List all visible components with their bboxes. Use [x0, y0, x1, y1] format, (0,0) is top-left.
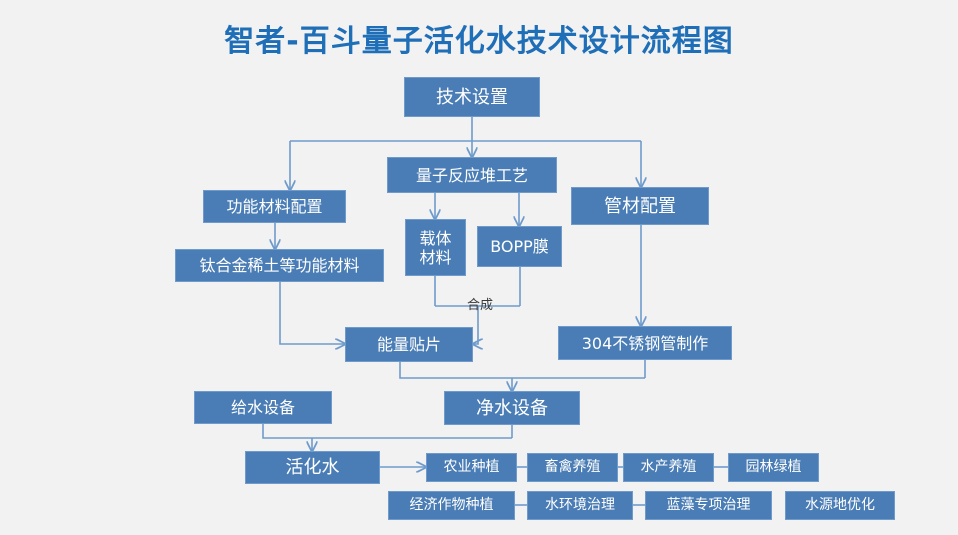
node-app-algae-treatment[interactable]: 蓝藻专项治理 [645, 491, 772, 520]
edge-label-synthesis: 合成 [467, 298, 494, 313]
node-tech-setup[interactable]: 技术设置 [404, 77, 540, 117]
node-quantum-process[interactable]: 量子反应堆工艺 [387, 157, 557, 193]
node-bopp-film[interactable]: BOPP膜 [477, 226, 562, 267]
node-app-agricultural-planting[interactable]: 农业种植 [426, 453, 517, 482]
edge-tialloy-to-energypatch [279, 282, 345, 344]
node-water-purification-equipment[interactable]: 净水设备 [444, 391, 580, 425]
node-titanium-alloy-rare-earth[interactable]: 钛合金稀土等功能材料 [175, 249, 384, 282]
node-app-water-environment-treatment[interactable]: 水环境治理 [527, 491, 633, 520]
node-app-water-source-optimization[interactable]: 水源地优化 [785, 491, 895, 520]
node-app-livestock-breeding[interactable]: 畜禽养殖 [527, 453, 618, 482]
node-app-aquaculture[interactable]: 水产养殖 [623, 453, 714, 482]
edge-watersupply-bus [262, 424, 512, 439]
node-activated-water[interactable]: 活化水 [245, 451, 380, 484]
node-app-garden-greening[interactable]: 园林绿植 [728, 453, 819, 482]
node-water-supply-equipment[interactable]: 给水设备 [194, 391, 332, 424]
node-app-cash-crop-planting[interactable]: 经济作物种植 [388, 491, 515, 520]
node-carrier-material[interactable]: 载体 材料 [405, 219, 466, 276]
node-energy-patch[interactable]: 能量贴片 [345, 327, 473, 362]
node-pipe-config[interactable]: 管材配置 [571, 187, 709, 225]
node-func-material-config[interactable]: 功能材料配置 [203, 190, 346, 223]
edge-energypatch-bus [399, 362, 645, 379]
node-304-steel-pipe[interactable]: 304不锈钢管制作 [558, 326, 732, 360]
page-title: 智者-百斗量子活化水技术设计流程图 [224, 24, 734, 59]
